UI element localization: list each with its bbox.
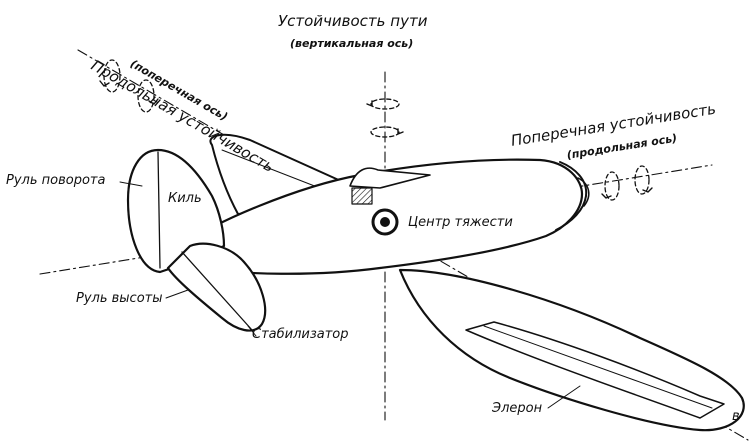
wing-tip-marker-label: в — [732, 409, 740, 424]
elevator-leader — [165, 289, 189, 299]
yaw-stability-label: Устойчивость пути — [278, 12, 428, 30]
nose-cowling — [555, 161, 588, 231]
elevator-label: Руль высоты — [76, 291, 163, 306]
fin-label: Киль — [168, 191, 202, 206]
vertical-axis-label: (вертикальная ось) — [290, 37, 414, 50]
cockpit-canopy — [349, 167, 431, 189]
aileron-leader — [547, 385, 581, 409]
aileron-outline — [465, 321, 725, 419]
aileron-label: Элерон — [492, 401, 543, 416]
rudder-hinge — [157, 151, 161, 269]
stabilizer-outline — [166, 242, 267, 332]
yaw-rotation-arrows-icon — [366, 98, 404, 138]
rudder-label: Руль поворота — [6, 173, 106, 188]
rudder-leader — [119, 181, 143, 187]
stabilizer-leader — [247, 325, 257, 337]
near-wing-outline — [398, 268, 745, 432]
elevator-hinge — [181, 251, 253, 331]
pitch-rotation-arrows-icon — [99, 59, 159, 113]
roll-rotation-arrows-icon — [601, 165, 653, 201]
center-of-gravity-label: Центр тяжести — [408, 215, 513, 230]
stabilizer-label: Стабилизатор — [252, 327, 349, 342]
fin-and-rudder-outline — [126, 148, 226, 274]
pilot-seat-hatch — [351, 187, 373, 205]
